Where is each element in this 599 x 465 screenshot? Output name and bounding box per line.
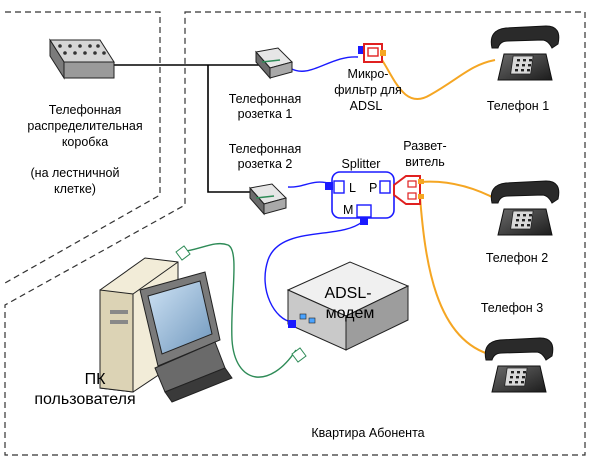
divider-label-line2: витель [405, 155, 445, 169]
phone2-label: Телефон 2 [486, 251, 548, 265]
computer-icon [99, 245, 307, 403]
divider-to-phone2-cord [419, 180, 499, 201]
modem-label-line1: ADSL- [324, 285, 371, 302]
distribution-box-label-line1: Телефонная [49, 103, 121, 117]
socket2-label-line1: Телефонная [229, 142, 301, 156]
socket-1-icon [255, 47, 293, 80]
socket1-label-line2: розетка 1 [238, 107, 293, 121]
distribution-box-label-line2: распределительная [27, 119, 142, 133]
pc-label-line2: пользователя [34, 391, 135, 408]
socket1-label-line1: Телефонная [229, 92, 301, 106]
splitter-port-m-label: M [343, 203, 353, 217]
divider-icon [393, 175, 424, 205]
apartment-label: Квартира Абонента [311, 426, 424, 440]
microfilter-label-line1: Микро- [348, 67, 389, 81]
splitter-port-l-label: L [349, 181, 356, 195]
distribution-box-note-line2: клетке) [54, 182, 96, 196]
modem-to-pc-cable [179, 243, 297, 378]
distribution-box-icon [49, 38, 115, 80]
splitter-icon [325, 171, 395, 225]
phone1-label: Телефон 1 [487, 99, 549, 113]
apartment-boundary [4, 11, 586, 456]
labels: Телефонная распределительная коробка (на… [27, 67, 549, 440]
wires [112, 56, 499, 378]
modem-label-line2: модем [326, 305, 375, 322]
telephone-3-icon [484, 337, 554, 393]
microfilter-icon [358, 43, 386, 63]
filter-to-phone1-cord [381, 59, 496, 101]
splitter-to-modem-cable [264, 221, 363, 323]
splitter-port-p-label: P [369, 181, 377, 195]
microfilter-label-line2: фильтр для [334, 83, 402, 97]
pc-label-line1: ПК [85, 371, 107, 388]
socket1-to-filter-cable [289, 56, 359, 72]
telephone-1-icon [490, 25, 560, 81]
phone3-label: Телефон 3 [481, 301, 543, 315]
distribution-box-note-line1: (на лестничной [31, 166, 120, 180]
splitter-label: Splitter [342, 157, 381, 171]
modem-icon [286, 261, 410, 351]
boundaries [4, 11, 586, 456]
telephone-2-icon [490, 180, 560, 236]
socket2-branch-line [207, 65, 252, 193]
socket2-label-line2: розетка 2 [238, 157, 293, 171]
divider-to-phone3-cord [419, 196, 493, 356]
distribution-box-label-line3: коробка [62, 135, 108, 149]
socket-2-icon [249, 183, 287, 216]
divider-label-line1: Развет- [403, 139, 446, 153]
microfilter-label-line3: ADSL [350, 99, 383, 113]
